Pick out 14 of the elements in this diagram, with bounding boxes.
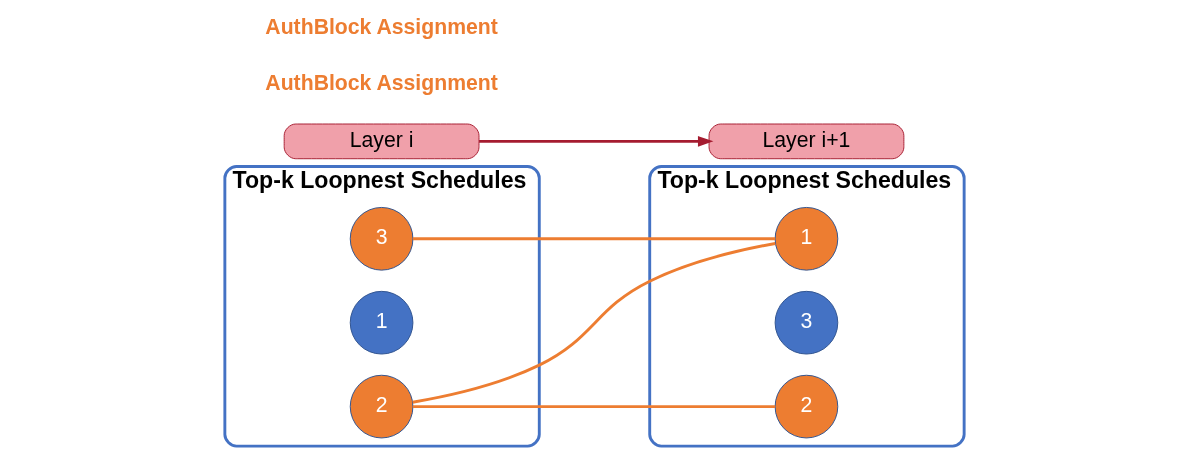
label: AuthBlock Assignment xyxy=(264,14,498,38)
node-circle: 3 xyxy=(774,290,838,355)
node-circle: 2 xyxy=(349,374,413,439)
label: AuthBlock Assignment xyxy=(264,70,498,94)
connector xyxy=(411,242,776,404)
connector xyxy=(412,405,775,409)
connector xyxy=(412,237,775,241)
node-box: Layer i xyxy=(283,123,479,160)
node-circle: 1 xyxy=(349,290,413,355)
arrow xyxy=(478,135,713,147)
node-box: Layer i+1 xyxy=(708,123,904,160)
node-circle: 1 xyxy=(774,206,838,271)
node-circle: 2 xyxy=(774,374,838,439)
node-circle: 3 xyxy=(349,206,413,271)
